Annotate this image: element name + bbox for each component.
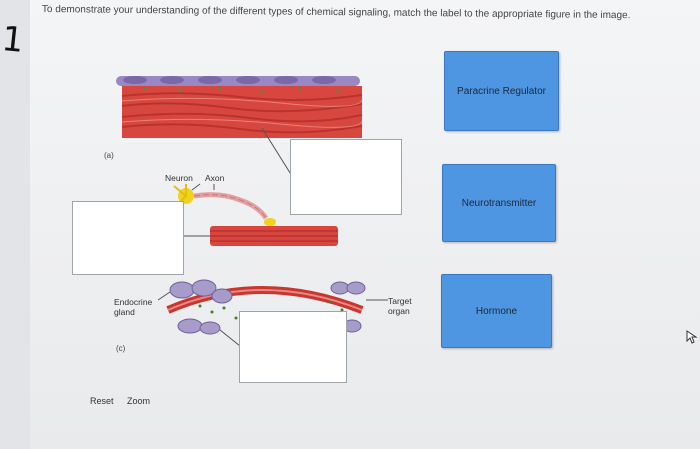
answer-tile-label: Paracrine Regulator: [457, 85, 546, 97]
target-label-line1: Target: [388, 296, 412, 306]
drop-zone-paracrine[interactable]: [290, 139, 402, 215]
figure-label-c: (c): [116, 344, 126, 353]
reset-button[interactable]: Reset: [90, 396, 114, 406]
answer-tile-paracrine-regulator[interactable]: Paracrine Regulator: [444, 51, 559, 131]
left-margin: 1: [0, 0, 30, 449]
endocrine-figure: [157, 279, 388, 347]
endocrine-label-line2: gland: [114, 307, 135, 317]
drop-zone-neuron[interactable]: [72, 201, 184, 275]
axon-label: Axon: [205, 173, 225, 183]
zoom-button[interactable]: Zoom: [127, 396, 151, 406]
answer-tile-label: Hormone: [475, 305, 518, 317]
endocrine-label-line1: Endocrine: [114, 297, 153, 307]
paracrine-tissue-figure: [116, 76, 363, 177]
target-label-line2: organ: [388, 306, 410, 316]
neuron-label: Neuron: [165, 173, 193, 183]
answer-tile-hormone[interactable]: Hormone: [441, 274, 552, 348]
drop-zone-endocrine[interactable]: [239, 311, 347, 383]
answer-tile-label: Neurotransmitter: [461, 197, 537, 209]
answer-tile-neurotransmitter[interactable]: Neurotransmitter: [442, 164, 556, 242]
mouse-pointer-icon: [686, 330, 698, 344]
figure-label-a: (a): [104, 151, 114, 160]
